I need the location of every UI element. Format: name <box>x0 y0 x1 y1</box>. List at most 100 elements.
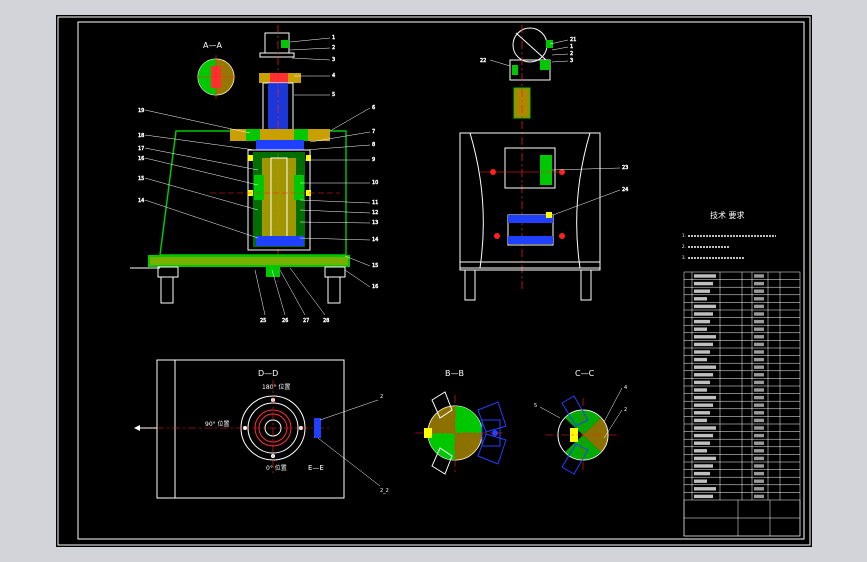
parts-row-entry <box>694 365 716 369</box>
callout: 17 <box>138 146 144 152</box>
parts-row-entry <box>694 388 707 392</box>
callout: 5 <box>534 403 537 409</box>
parts-row-entry <box>694 479 707 483</box>
parts-row-material <box>754 289 764 293</box>
parts-row-entry <box>694 403 713 407</box>
callout: 2 <box>624 407 627 413</box>
main-callouts-bottom: 25 26 27 28 <box>254 267 330 324</box>
parts-row-material <box>754 335 764 339</box>
angle-90-label: 90° 位置 <box>205 420 230 428</box>
parts-row-entry <box>694 471 710 476</box>
callout: 24 <box>622 187 628 193</box>
parts-row-entry <box>694 289 710 293</box>
parts-row-material <box>754 433 764 438</box>
callout: 1 <box>332 35 335 41</box>
outer-frame <box>57 16 811 546</box>
main-section-view <box>130 25 350 304</box>
section-cc-view: C—C 4 5 2 <box>534 369 627 475</box>
section-dd-label: D—D <box>258 369 278 378</box>
callout: 2 <box>570 51 573 57</box>
inner-frame <box>77 21 805 540</box>
angle-0-label: 0° 位置 <box>266 464 287 472</box>
parts-list-text <box>694 274 764 499</box>
side-view <box>459 25 601 301</box>
parts-row-material <box>754 418 764 423</box>
callout: 15 <box>138 176 144 182</box>
parts-row-entry <box>694 494 713 499</box>
parts-row-material <box>754 274 764 278</box>
parts-row-entry <box>694 411 710 415</box>
callout: 4 <box>332 73 335 79</box>
parts-row-entry <box>694 418 707 423</box>
parts-row-material <box>754 456 764 461</box>
parts-row-material <box>754 403 764 407</box>
parts-row-material <box>754 464 764 468</box>
parts-row-material <box>754 395 764 400</box>
parts-row-material <box>754 449 764 453</box>
callout: 25 <box>260 318 266 324</box>
callout: 1 <box>570 44 573 50</box>
callout: 28 <box>323 318 329 324</box>
parts-row-material <box>754 304 764 309</box>
parts-row-entry <box>694 281 713 286</box>
callout: 14 <box>372 237 378 243</box>
parts-row-entry <box>694 380 710 385</box>
parts-row-entry <box>694 327 707 331</box>
callout: 5 <box>332 92 335 98</box>
parts-row-entry <box>694 274 716 278</box>
callout: 2 <box>332 45 335 51</box>
parts-row-material <box>754 494 764 499</box>
parts-row-material <box>754 312 764 316</box>
parts-row-entry <box>694 373 713 377</box>
section-aa-label: A—A <box>203 41 222 50</box>
parts-row-material <box>754 411 764 415</box>
parts-row-material <box>754 380 764 385</box>
parts-list-table <box>683 271 801 537</box>
parts-row-entry <box>694 395 716 400</box>
parts-row-material <box>754 479 764 483</box>
parts-row-material <box>754 327 764 331</box>
callout: 9 <box>372 157 375 163</box>
angle-180-label: 180° 位置 <box>262 383 290 391</box>
parts-row-entry <box>694 357 707 362</box>
section-bb-view: B—B <box>415 369 507 475</box>
parts-row-material <box>754 471 764 476</box>
section-cc-label: C—C <box>575 369 595 378</box>
callout: 22 <box>480 58 486 64</box>
parts-row-entry <box>694 449 707 453</box>
tech-req-item: 2. <box>682 244 686 249</box>
callout: 23 <box>622 165 628 171</box>
parts-row-entry <box>694 426 716 430</box>
section-aa-view: A—A <box>196 41 236 99</box>
callout: 18 <box>138 133 144 139</box>
parts-row-material <box>754 373 764 377</box>
parts-row-material <box>754 281 764 286</box>
parts-row-entry <box>694 335 716 339</box>
sheet-background <box>56 15 812 547</box>
callout: 19 <box>138 108 144 114</box>
callout: 2 <box>380 394 383 400</box>
callout: 7 <box>372 129 375 135</box>
callout: 8 <box>372 142 375 148</box>
callout: 13 <box>372 220 378 226</box>
callout: 27 <box>303 318 309 324</box>
parts-row-entry <box>694 342 713 347</box>
parts-row-entry <box>694 297 707 301</box>
callout: 10 <box>372 180 378 186</box>
callout: 11 <box>372 200 378 206</box>
callout: 3 <box>570 58 573 64</box>
callout: 12 <box>372 210 378 216</box>
callout: 4 <box>624 385 627 391</box>
tech-req-item: 3. <box>682 255 686 260</box>
callout: 6 <box>372 105 375 111</box>
parts-row-entry <box>694 441 710 445</box>
parts-row-material <box>754 388 764 392</box>
callout: 21 <box>570 37 576 43</box>
callout: 14 <box>138 198 144 204</box>
callout: 15 <box>372 263 378 269</box>
technical-requirements: 技术 要求 1. 2. 3. <box>682 210 776 260</box>
parts-row-material <box>754 426 764 430</box>
parts-row-entry <box>694 350 710 354</box>
callout: 2_2 <box>380 488 389 494</box>
